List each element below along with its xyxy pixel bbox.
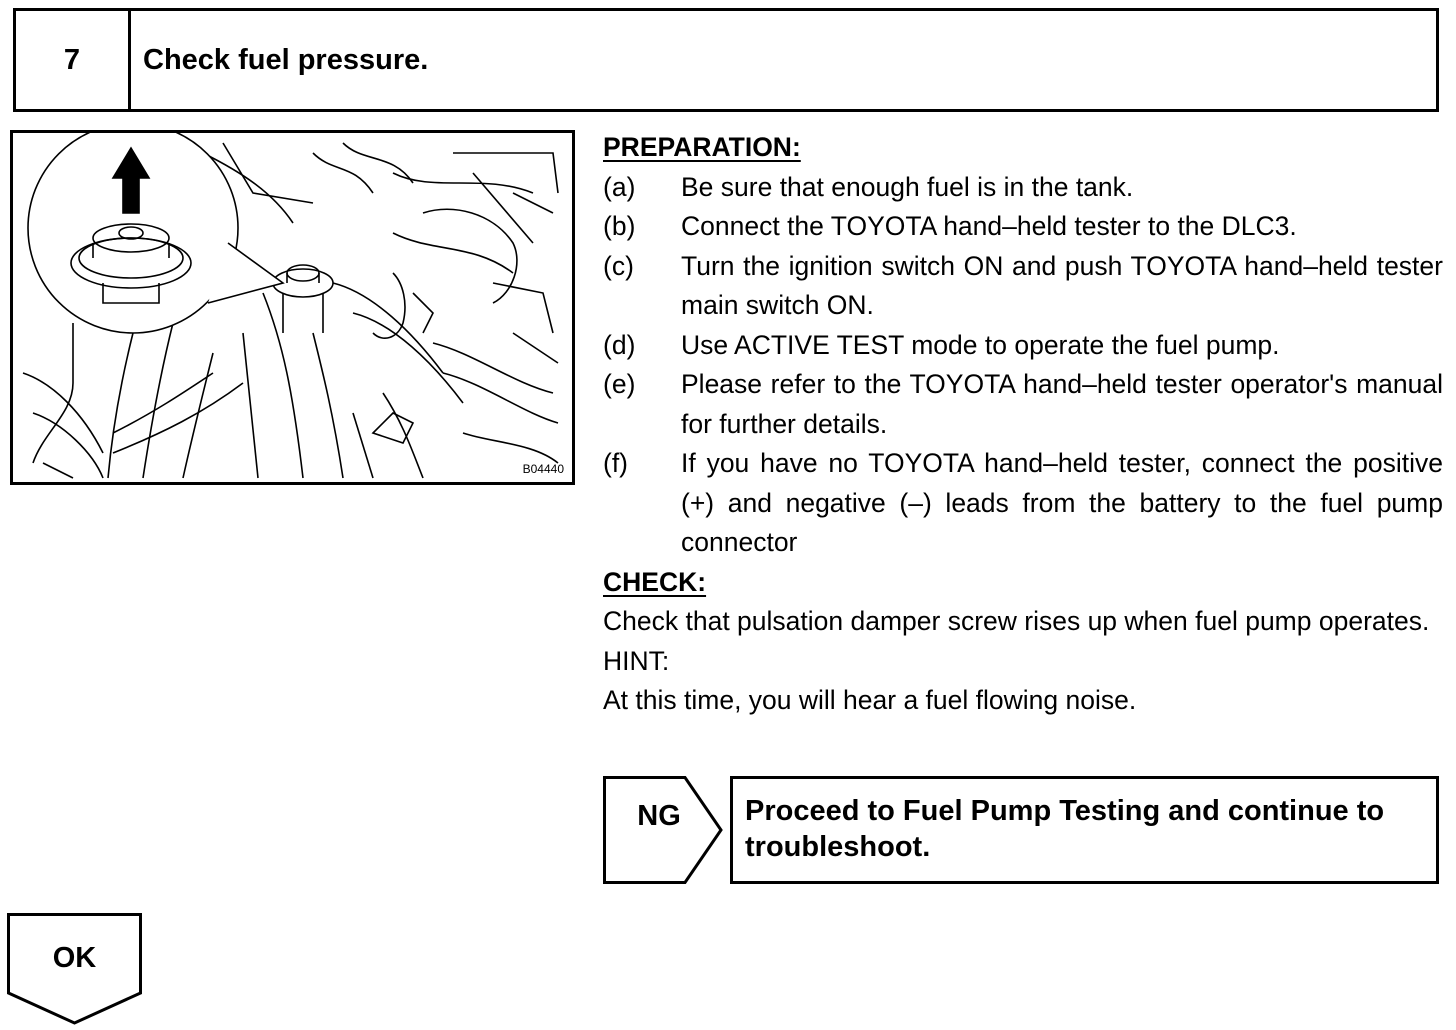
engine-illustration: B04440	[10, 130, 575, 485]
item-text: Be sure that enough fuel is in the tank.	[681, 171, 1134, 202]
item-label: (e)	[603, 369, 636, 399]
step-number: 7	[16, 11, 131, 109]
ng-arrow-shape	[603, 776, 723, 884]
preparation-heading: PREPARATION:	[603, 132, 801, 162]
item-label: (f)	[603, 448, 629, 478]
check-heading: CHECK:	[603, 566, 707, 597]
step-header: 7 Check fuel pressure.	[13, 8, 1439, 112]
item-text: Please refer to the TOYOTA hand–held tes…	[681, 369, 1443, 439]
step-title: Check fuel pressure.	[143, 43, 429, 76]
item-text: Turn the ignition switch ON and push TOY…	[681, 250, 1443, 321]
list-item: (c) Turn the ignition switch ON and push…	[603, 247, 1443, 326]
hint-heading: HINT:	[603, 645, 670, 676]
list-item: (a) Be sure that enough fuel is in the t…	[603, 168, 1443, 208]
item-text: Connect the TOYOTA hand–held tester to t…	[681, 211, 1297, 241]
item-label: (c)	[603, 250, 634, 281]
engine-drawing	[22, 133, 559, 479]
item-label: (b)	[603, 211, 636, 241]
item-text: If you have no TOYOTA hand–held tester, …	[681, 448, 1443, 557]
list-item: (f) If you have no TOYOTA hand–held test…	[603, 444, 1443, 563]
hint-text: At this time, you will hear a fuel flowi…	[603, 685, 1137, 715]
item-label: (d)	[603, 329, 636, 360]
ok-arrow-shape	[7, 913, 142, 1025]
procedure-text: PREPARATION: (a) Be sure that enough fue…	[603, 128, 1443, 721]
figure-code: B04440	[522, 462, 564, 476]
item-label: (a)	[603, 171, 636, 202]
ok-label: OK	[52, 941, 97, 974]
item-text: Use ACTIVE TEST mode to operate the fuel…	[681, 329, 1280, 360]
check-text: Check that pulsation damper screw rises …	[603, 606, 1430, 636]
list-item: (e) Please refer to the TOYOTA hand–held…	[603, 365, 1443, 444]
list-item: (d) Use ACTIVE TEST mode to operate the …	[603, 326, 1443, 366]
ng-label: NG	[637, 799, 681, 832]
ng-result-box: Proceed to Fuel Pump Testing and continu…	[730, 776, 1439, 884]
ok-indicator: OK	[7, 913, 147, 1030]
list-item: (b) Connect the TOYOTA hand–held tester …	[603, 207, 1443, 247]
